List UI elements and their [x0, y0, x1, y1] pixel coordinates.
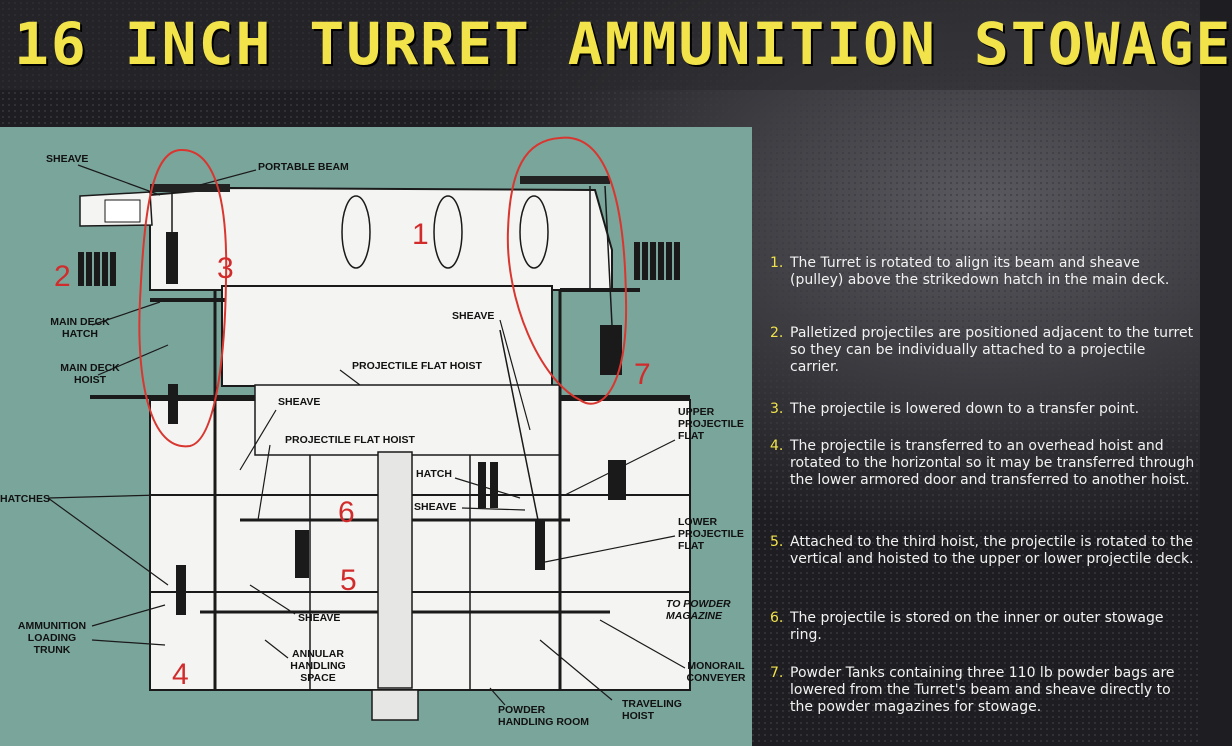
step-text: The projectile is lowered down to a tran…	[790, 401, 1140, 417]
step-item: 4. The projectile is transferred to an o…	[770, 438, 1195, 489]
page-title: 16 INCH TURRET AMMUNITION STOWAGE	[14, 10, 1232, 78]
step-number: 4.	[770, 438, 784, 454]
callout-3: 3	[217, 252, 234, 285]
step-number: 2.	[770, 325, 784, 341]
label-sheave-hatch: SHEAVE	[414, 501, 457, 513]
label-ammunition-loading-trunk: AMMUNITION LOADING TRUNK	[17, 620, 87, 656]
label-main-deck-hatch: MAIN DECK HATCH	[50, 316, 110, 340]
step-text: The projectile is transferred to an over…	[790, 438, 1195, 488]
step-number: 6.	[770, 610, 784, 626]
label-traveling-hoist: TRAVELING HOIST	[622, 698, 682, 722]
step-text: The Turret is rotated to align its beam …	[790, 255, 1170, 288]
label-hatches: HATCHES	[0, 493, 50, 505]
callout-7: 7	[634, 358, 651, 391]
callout-5: 5	[340, 564, 357, 597]
label-powder-handling-room: POWDER HANDLING ROOM	[498, 704, 589, 728]
step-item: 7. Powder Tanks containing three 110 lb …	[770, 665, 1195, 716]
annotation-circle-left	[138, 148, 228, 448]
step-item: 2. Palletized projectiles are positioned…	[770, 325, 1195, 376]
label-to-powder-magazine: TO POWDER MAGAZINE	[666, 598, 731, 622]
step-item: 1. The Turret is rotated to align its be…	[770, 255, 1195, 289]
callout-6: 6	[338, 496, 355, 529]
step-text: The projectile is stored on the inner or…	[790, 610, 1164, 643]
label-projectile-flat-hoist-1: PROJECTILE FLAT HOIST	[352, 360, 482, 372]
label-sheave-low: SHEAVE	[298, 612, 341, 624]
label-hatch: HATCH	[416, 468, 452, 480]
turret-diagram	[0, 127, 752, 746]
step-item: 6. The projectile is stored on the inner…	[770, 610, 1195, 644]
label-monorail-conveyer: MONORAIL CONVEYER	[686, 660, 746, 684]
label-sheave-top: SHEAVE	[46, 153, 89, 165]
step-number: 1.	[770, 255, 784, 271]
annotation-circle-right	[506, 136, 628, 405]
label-lower-projectile-flat: LOWER PROJECTILE FLAT	[678, 516, 744, 552]
step-item: 5. Attached to the third hoist, the proj…	[770, 534, 1195, 568]
label-annular-handling-space: ANNULAR HANDLING SPACE	[290, 648, 346, 684]
label-projectile-flat-hoist-2: PROJECTILE FLAT HOIST	[285, 434, 415, 446]
label-main-deck-hoist: MAIN DECK HOIST	[60, 362, 120, 386]
label-sheave-mid: SHEAVE	[278, 396, 321, 408]
callout-1: 1	[412, 218, 429, 251]
step-text: Powder Tanks containing three 110 lb pow…	[790, 665, 1175, 715]
label-portable-beam: PORTABLE BEAM	[258, 161, 349, 173]
step-text: Attached to the third hoist, the project…	[790, 534, 1194, 567]
step-item: 3. The projectile is lowered down to a t…	[770, 401, 1195, 418]
center-column	[377, 451, 413, 689]
label-sheave-right: SHEAVE	[452, 310, 495, 322]
callout-4: 4	[172, 658, 189, 691]
step-number: 3.	[770, 401, 784, 417]
label-upper-projectile-flat: UPPER PROJECTILE FLAT	[678, 406, 744, 442]
step-text: Palletized projectiles are positioned ad…	[790, 325, 1194, 375]
step-number: 7.	[770, 665, 784, 681]
step-number: 5.	[770, 534, 784, 550]
barbette	[221, 285, 553, 387]
callout-2: 2	[54, 260, 71, 293]
